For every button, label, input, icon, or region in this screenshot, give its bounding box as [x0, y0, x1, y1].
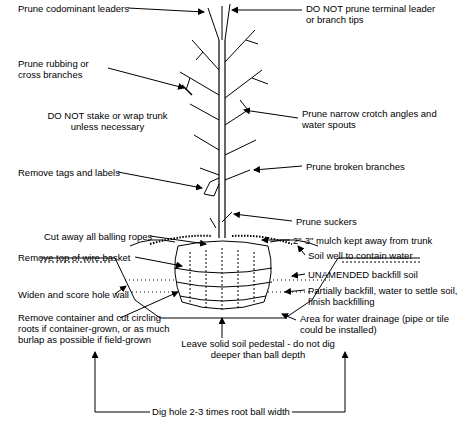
annotation-label: Leave solid soil pedestal - do not dig d…	[168, 338, 348, 360]
branches	[180, 30, 268, 228]
annotation-label: Widen and score hole wall	[18, 289, 138, 300]
annotation-label: Soil well to contain water	[308, 250, 448, 261]
annotation-label: Partially backfill, water to settle soil…	[308, 285, 458, 307]
annotation-label: Prune suckers	[296, 216, 406, 227]
annotation-label: UNAMENDED backfill soil	[308, 269, 448, 280]
root-ball	[175, 241, 271, 309]
wire-basket	[190, 248, 254, 310]
annotation-label: Remove container and cut circling roots …	[18, 312, 178, 345]
annotation-label: Remove top of wire basket	[18, 252, 138, 263]
wire-basket	[174, 268, 272, 301]
annotation-label: Prune narrow crotch angles and water spo…	[302, 108, 447, 130]
annotation-label: Area for water drainage (pipe or tile co…	[300, 313, 458, 335]
codominant-leaders	[208, 4, 230, 40]
annotation-label: Prune codominant leaders	[18, 3, 133, 14]
dimension-line	[95, 412, 150, 413]
annotation-label: Prune broken branches	[306, 161, 436, 172]
cross-branch	[182, 85, 192, 95]
annotation-label: Cut away all balling ropes	[44, 231, 164, 242]
annotation-label: Dig hole 2-3 times root ball width	[150, 406, 292, 417]
annotation-label: Prune rubbing or cross branches	[18, 58, 110, 80]
tag	[204, 178, 219, 196]
trunk	[219, 40, 225, 238]
annotation-label: DO NOT prune terminal leader or branch t…	[306, 3, 446, 25]
annotation-label: DO NOT stake or wrap trunk unless necess…	[45, 110, 170, 132]
annotation-label: Remove tags and labels	[18, 167, 128, 178]
ground-line	[342, 262, 420, 263]
annotation-label: 2"-3" mulch kept away from trunk	[293, 235, 459, 246]
dimension-line	[292, 412, 345, 413]
